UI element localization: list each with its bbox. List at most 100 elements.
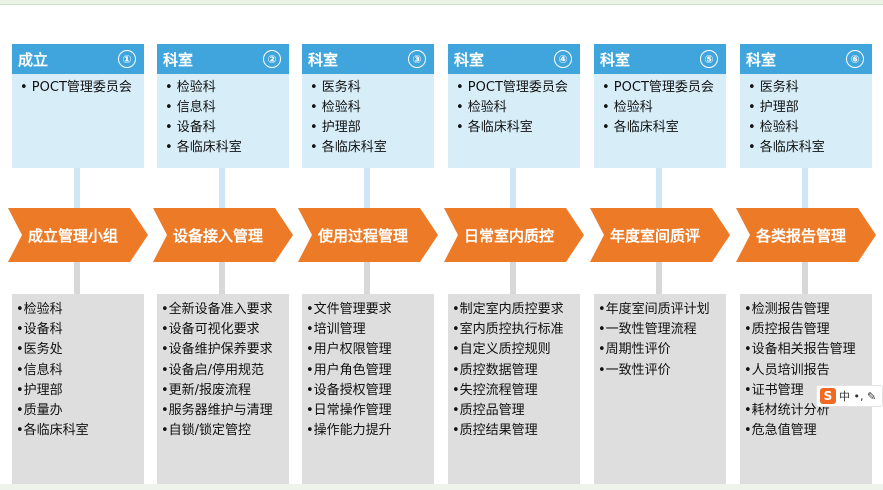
task-item: •设备启/停用规范 bbox=[161, 362, 265, 378]
task-item: •质控结果管理 bbox=[452, 423, 538, 439]
task-item: •耗材统计分析 bbox=[744, 403, 830, 419]
step-arrow-shape bbox=[8, 208, 148, 262]
step-arrow-shape bbox=[153, 208, 293, 262]
stage-header: 科室 ⑤ bbox=[594, 44, 726, 74]
connector-line bbox=[74, 262, 80, 294]
task-item: •更新/报废流程 bbox=[161, 382, 252, 398]
stage-header-label: 科室 bbox=[600, 50, 631, 69]
department-item: • POCT管理委员会 bbox=[456, 80, 568, 95]
step-arrow-shape bbox=[444, 208, 584, 262]
task-item: •医务处 bbox=[16, 342, 63, 358]
stage-header-label: 科室 bbox=[163, 50, 194, 69]
stage-header: 科室 ③ bbox=[302, 44, 434, 74]
task-list: •全新设备准入要求 •设备可视化要求 •设备维护保养要求 •设备启/停用规范 •更新/报… bbox=[157, 294, 289, 490]
department-item: • 检验科 bbox=[456, 100, 507, 115]
responsible-departments: • POCT管理委员会• 检验科• 各临床科室 bbox=[448, 74, 580, 168]
task-list: •检验科•设备科•医务处•信息科•护理部•质量办•各临床科室 bbox=[12, 294, 144, 490]
ime-status[interactable]: 中 •, ✎ bbox=[839, 390, 877, 403]
stage-header: 成立 ① bbox=[12, 44, 144, 74]
connector-line bbox=[219, 262, 225, 294]
department-item: • 护理部 bbox=[748, 100, 799, 115]
task-item: •设备科 bbox=[16, 322, 63, 338]
stage-header-label: 科室 bbox=[746, 50, 777, 69]
department-item: • 各临床科室 bbox=[602, 120, 679, 135]
task-item: •各临床科室 bbox=[16, 423, 89, 439]
stage-header: 科室 ④ bbox=[448, 44, 580, 74]
task-item: •服务器维护与清理 bbox=[161, 403, 273, 419]
stage-number: ③ bbox=[408, 50, 426, 68]
step-label: 设备接入管理 bbox=[172, 226, 263, 245]
task-item: •日常操作管理 bbox=[306, 403, 392, 419]
responsible-departments: • 检验科• 信息科• 设备科• 各临床科室 bbox=[157, 74, 289, 168]
task-item: •操作能力提升 bbox=[306, 423, 392, 439]
stage-header-label: 成立 bbox=[18, 50, 49, 69]
task-item: •质控报告管理 bbox=[744, 322, 830, 338]
department-item: • 检验科 bbox=[602, 100, 653, 115]
step-label: 各类报告管理 bbox=[755, 226, 846, 245]
task-item: •信息科 bbox=[16, 362, 63, 378]
task-item: •危急值管理 bbox=[744, 423, 817, 439]
responsible-departments: • POCT管理委员会 bbox=[12, 74, 144, 168]
task-item: •设备可视化要求 bbox=[161, 322, 260, 338]
stage-number: ⑥ bbox=[846, 50, 864, 68]
stage-header-label: 科室 bbox=[308, 50, 339, 69]
department-item: • 各临床科室 bbox=[310, 140, 387, 155]
task-item: •自定义质控规则 bbox=[452, 342, 551, 358]
connector-line bbox=[656, 168, 662, 208]
task-item: •一致性管理流程 bbox=[598, 322, 697, 338]
task-item: •设备维护保养要求 bbox=[161, 342, 273, 358]
connector-line bbox=[364, 168, 370, 208]
task-item: •质控数据管理 bbox=[452, 362, 538, 378]
department-item: • POCT管理委员会 bbox=[20, 80, 132, 95]
window-bottom-border bbox=[0, 484, 883, 490]
task-item: •证书管理 bbox=[744, 382, 804, 398]
task-item: •培训管理 bbox=[306, 322, 366, 338]
stage-column: 科室 ⑤ • POCT管理委员会 • 检验科 • 各临床科室年度室间质评 •年度室间质评计… bbox=[590, 44, 730, 490]
task-list: •年度室间质评计划•一致性管理流程•周期性评价•一致性评价 bbox=[594, 294, 726, 490]
task-list: •制定室内质控要求•室内质控执行标准•自定义质控规则•质控数据管理•失控流程管理… bbox=[448, 294, 580, 490]
step-arrow-shape bbox=[736, 208, 876, 262]
responsible-departments: • POCT管理委员会 • 检验科 • 各临床科室 bbox=[594, 74, 726, 168]
connector-line bbox=[510, 168, 516, 208]
department-item: • 护理部 bbox=[310, 120, 361, 135]
department-item: • 各临床科室 bbox=[748, 140, 825, 155]
department-item: • 检验科 bbox=[748, 120, 799, 135]
task-item: •设备授权管理 bbox=[306, 382, 392, 398]
sogou-logo-icon: S bbox=[820, 388, 836, 404]
task-item: •年度室间质评计划 bbox=[598, 302, 710, 317]
stage-header-label: 科室 bbox=[454, 50, 485, 69]
stage-header: 科室 ⑥ bbox=[740, 44, 872, 74]
task-item: •制定室内质控要求 bbox=[452, 302, 564, 317]
department-item: • 检验科 bbox=[310, 100, 361, 115]
responsible-departments: • 医务科 • 护理部 • 检验科 • 各临床科室 bbox=[740, 74, 872, 168]
step-arrow-shape bbox=[590, 208, 730, 262]
step-arrow-shape bbox=[298, 208, 438, 262]
window-top-border bbox=[0, 0, 883, 5]
department-item: • 检验科 bbox=[165, 80, 216, 95]
step-label: 年度室间质评 bbox=[609, 226, 700, 245]
task-item: •全新设备准入要求 bbox=[161, 302, 273, 317]
step-label: 日常室内质控 bbox=[463, 226, 554, 245]
task-item: •护理部 bbox=[16, 382, 63, 398]
task-item: •质控品管理 bbox=[452, 403, 525, 419]
stage-number: ④ bbox=[554, 50, 572, 68]
ime-toolbar[interactable]: S 中 •, ✎ bbox=[816, 385, 883, 407]
connector-line bbox=[219, 168, 225, 208]
stage-number: ⑤ bbox=[700, 50, 718, 68]
task-item: •用户权限管理 bbox=[306, 342, 392, 358]
department-item: • 各临床科室 bbox=[165, 140, 242, 155]
department-item: • 医务科 bbox=[748, 80, 799, 95]
department-item: • 医务科 bbox=[310, 80, 361, 95]
task-item: •用户角色管理 bbox=[306, 362, 392, 378]
connector-line bbox=[364, 262, 370, 294]
task-item: •文件管理要求 bbox=[306, 302, 392, 317]
task-item: •自锁/锁定管控 bbox=[161, 423, 252, 439]
stage-number: ① bbox=[118, 50, 136, 68]
connector-line bbox=[74, 168, 80, 208]
task-item: •质量办 bbox=[16, 403, 63, 419]
department-item: • POCT管理委员会 bbox=[602, 80, 714, 95]
